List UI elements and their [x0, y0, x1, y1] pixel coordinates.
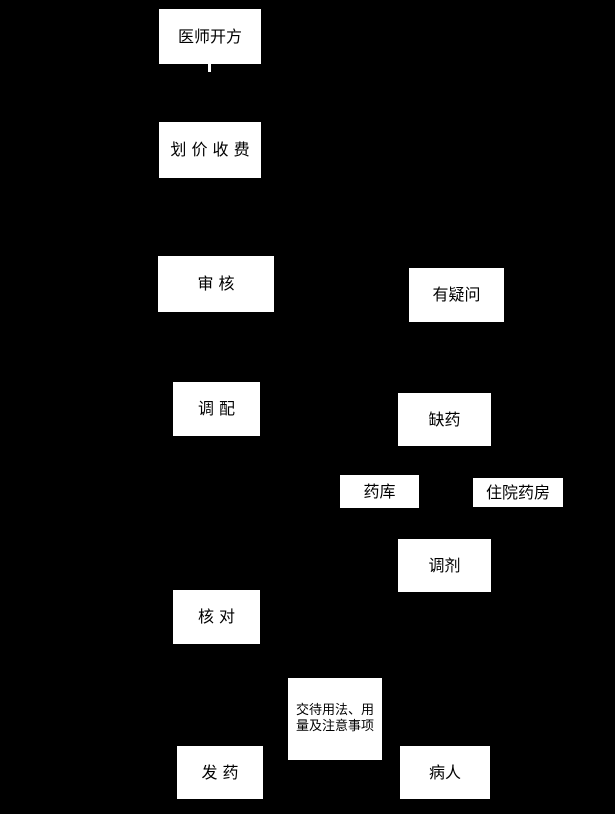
flow-node-label: 住院药房: [485, 482, 550, 502]
flow-node-patient: 病人: [399, 745, 491, 800]
flow-node-label: 审 核: [197, 274, 235, 293]
flow-node-inpatient-pharmacy: 住院药房: [472, 477, 564, 508]
flow-node-dispense-medicine: 发 药: [176, 745, 264, 800]
flow-node-label: 医师开方: [177, 26, 242, 46]
flow-node-label: 调 配: [197, 399, 236, 418]
flow-node-label: 药库: [363, 481, 396, 501]
flow-node-label: 交待用法、用量及注意事项: [295, 702, 374, 734]
flow-node-label: 划 价 收 费: [170, 140, 250, 159]
flow-node-pricing-charging: 划 价 收 费: [158, 121, 262, 179]
flow-node-dispensing: 调剂: [397, 538, 492, 593]
flow-node-verification: 核 对: [172, 589, 261, 645]
flow-node-label: 缺药: [428, 409, 461, 429]
flow-node-drug-shortage: 缺药: [397, 392, 492, 447]
flow-node-physician-prescribe: 医师开方: [158, 8, 262, 65]
flow-node-label: 调剂: [428, 555, 461, 575]
flow-node-review: 审 核: [157, 255, 275, 313]
flow-node-label: 核 对: [197, 607, 236, 626]
connector-tick: [208, 64, 211, 72]
flow-node-have-question: 有疑问: [408, 267, 505, 323]
flow-node-compound: 调 配: [172, 381, 261, 437]
flow-node-instructions: 交待用法、用量及注意事项: [287, 677, 383, 761]
flow-node-drug-storehouse: 药库: [339, 474, 420, 509]
flow-node-label: 有疑问: [432, 285, 481, 304]
flow-node-label: 病人: [428, 762, 461, 782]
flow-node-label: 发 药: [201, 762, 239, 782]
